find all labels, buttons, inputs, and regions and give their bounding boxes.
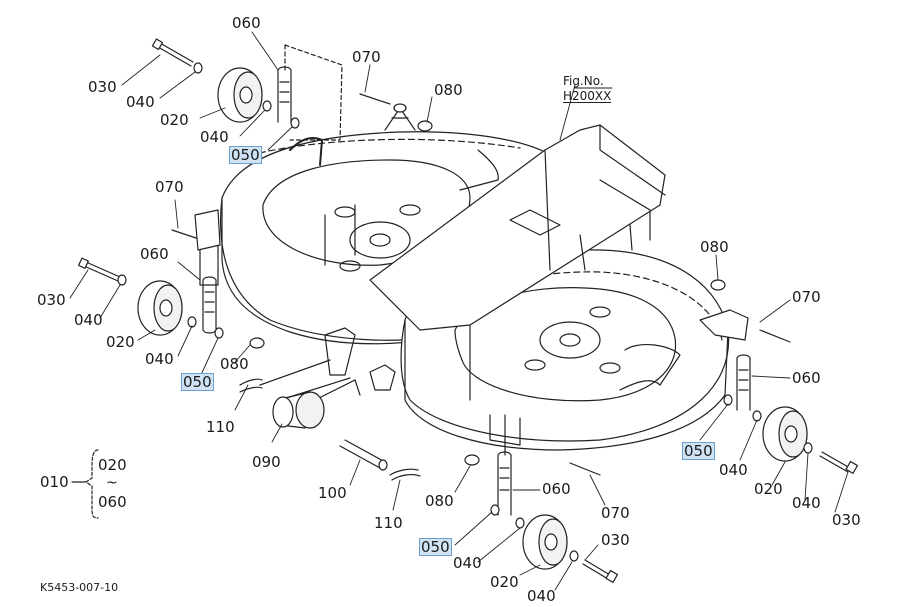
callout-060-left: 060 — [140, 245, 169, 263]
callout-040-top-left-b: 040 — [200, 128, 229, 146]
callout-060-top: 060 — [232, 14, 261, 32]
assembly-bracket — [85, 449, 99, 519]
wheel-bottom — [522, 514, 568, 570]
pivot-pin — [339, 439, 388, 471]
callout-assembly-parent: 010 — [40, 473, 69, 491]
arm-right — [699, 309, 791, 343]
callout-110-bottom: 110 — [374, 514, 403, 532]
bolt-top-left — [151, 38, 194, 67]
post-060-right — [736, 354, 751, 411]
bolt-left — [77, 257, 121, 282]
bushings-080 — [249, 120, 726, 466]
front-arm-top — [359, 93, 416, 131]
callout-050-left: 050 — [181, 373, 214, 391]
callout-040-right-a: 040 — [719, 461, 748, 479]
callout-050-bottom: 050 — [419, 538, 452, 556]
wheel-right — [762, 406, 808, 462]
wheel-top-left — [217, 67, 263, 123]
leader-lines — [69, 31, 849, 591]
callout-030-top-left: 030 — [88, 78, 117, 96]
callout-030-left: 030 — [37, 291, 66, 309]
post-060-top — [277, 44, 343, 141]
callout-080-bottom: 080 — [425, 492, 454, 510]
lower-bracket — [239, 327, 396, 401]
callout-110-left: 110 — [206, 418, 235, 436]
callout-060-bottom: 060 — [542, 480, 571, 498]
post-060-bottom — [497, 414, 512, 516]
figure-label: Fig.No. — [563, 74, 604, 88]
callout-020-right: 020 — [754, 480, 783, 498]
bolt-bottom — [582, 559, 619, 583]
callout-070-bottom: 070 — [601, 504, 630, 522]
callout-080-left: 080 — [220, 355, 249, 373]
callout-assembly-from: 020 — [98, 456, 127, 474]
callout-080-right: 080 — [700, 238, 729, 256]
callout-070-top: 070 — [352, 48, 381, 66]
callout-040-right-b: 040 — [792, 494, 821, 512]
callout-040-left-b: 040 — [145, 350, 174, 368]
tension-pulley — [272, 391, 325, 429]
callout-020-bottom: 020 — [490, 573, 519, 591]
washers — [117, 62, 813, 562]
callout-060-right: 060 — [792, 369, 821, 387]
callout-assembly-to: 060 — [98, 493, 127, 511]
center-belt-cover — [369, 124, 666, 401]
callout-030-bottom: 030 — [601, 531, 630, 549]
callout-080-top: 080 — [434, 81, 463, 99]
range-tilde: ~ — [106, 475, 118, 491]
callout-020-top-left: 020 — [160, 111, 189, 129]
callout-070-left: 070 — [155, 178, 184, 196]
callout-040-left-a: 040 — [74, 311, 103, 329]
figure-number: H200XX — [563, 89, 612, 103]
bolt-right — [819, 451, 859, 474]
callout-030-right: 030 — [832, 511, 861, 529]
document-code: K5453-007-10 — [40, 581, 119, 594]
callout-090: 090 — [252, 453, 281, 471]
arm-left — [171, 209, 221, 251]
callout-050-top-left: 050 — [229, 146, 262, 164]
callout-100: 100 — [318, 484, 347, 502]
callout-020-left: 020 — [106, 333, 135, 351]
callout-070-right: 070 — [792, 288, 821, 306]
callout-050-right: 050 — [682, 442, 715, 460]
callout-040-top-left-a: 040 — [126, 93, 155, 111]
wheel-left — [137, 280, 183, 336]
post-060-left — [199, 244, 219, 334]
spring-clip — [389, 468, 421, 481]
bolt-070-bottom — [569, 462, 601, 476]
callout-040-bottom-a: 040 — [453, 554, 482, 572]
callout-040-bottom-b: 040 — [527, 587, 556, 605]
